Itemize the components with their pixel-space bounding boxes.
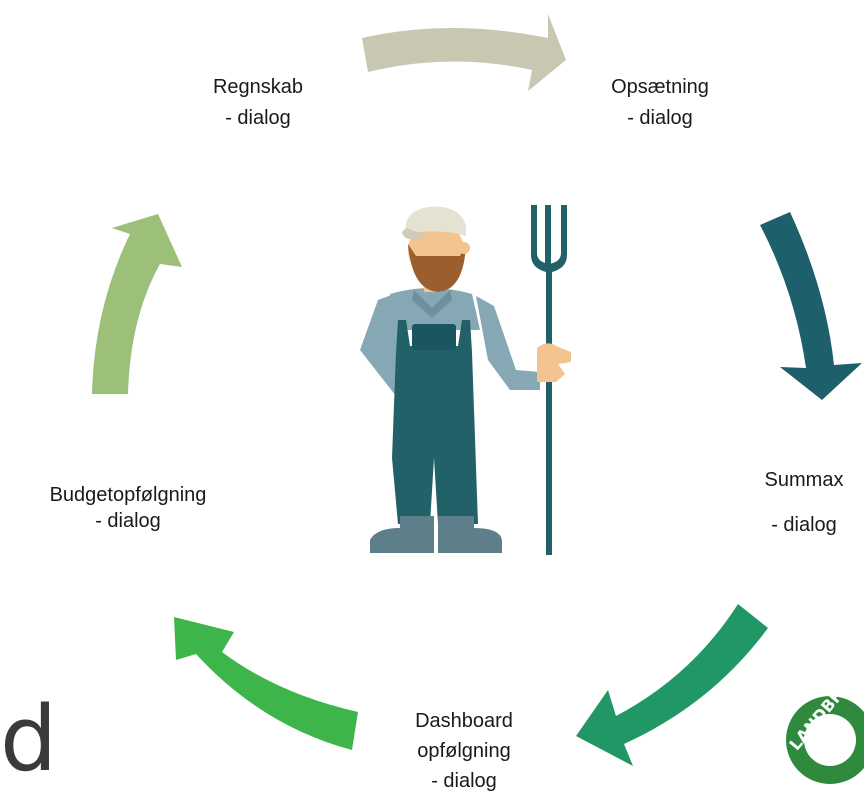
farmer-right-boot <box>438 516 502 553</box>
step-regnskab: Regnskab - dialog <box>200 72 316 134</box>
farmer-right-arm <box>476 296 540 390</box>
farmer-overalls <box>392 320 478 524</box>
step-opsaetning-title: Opsætning <box>611 76 709 98</box>
farmer-left-boot <box>370 516 434 553</box>
logo-fragment-left: d <box>0 687 58 792</box>
step-regnskab-title: Regnskab <box>212 76 304 98</box>
farmer-hand <box>537 343 571 382</box>
arrow-opsaetning-to-summax <box>760 212 862 400</box>
step-budget-title: Budgetopfølgning <box>49 484 207 506</box>
farmer-illustration <box>360 205 571 555</box>
arrow-regnskab-to-opsaetning <box>362 14 566 91</box>
step-dashboard-title: Dashboard <box>415 710 513 732</box>
farmer-cap <box>405 206 466 236</box>
step-budget: Budgetopfølgning - dialog <box>14 482 242 534</box>
arrow-dashboard-to-budget <box>174 617 358 750</box>
overalls-bib <box>412 324 456 350</box>
arrow-summax-to-dashboard <box>576 604 768 766</box>
step-dashboard-title2: opfølgning <box>417 740 511 762</box>
step-summax: Summax - dialog <box>744 465 864 541</box>
step-regnskab-sub: - dialog <box>225 107 291 129</box>
landbrug-seal-logo: LANDBRUG <box>785 665 864 784</box>
step-summax-title: Summax <box>764 469 844 491</box>
arrow-budget-to-regnskab <box>92 214 182 394</box>
step-opsaetning-sub: - dialog <box>627 107 693 129</box>
step-summax-sub: - dialog <box>771 514 837 536</box>
step-opsaetning: Opsætning - dialog <box>600 72 720 134</box>
step-dashboard: Dashboard opfølgning - dialog <box>388 706 540 796</box>
farmer-beard <box>408 244 466 292</box>
step-budget-sub: - dialog <box>95 510 161 532</box>
step-dashboard-sub: - dialog <box>431 770 497 792</box>
